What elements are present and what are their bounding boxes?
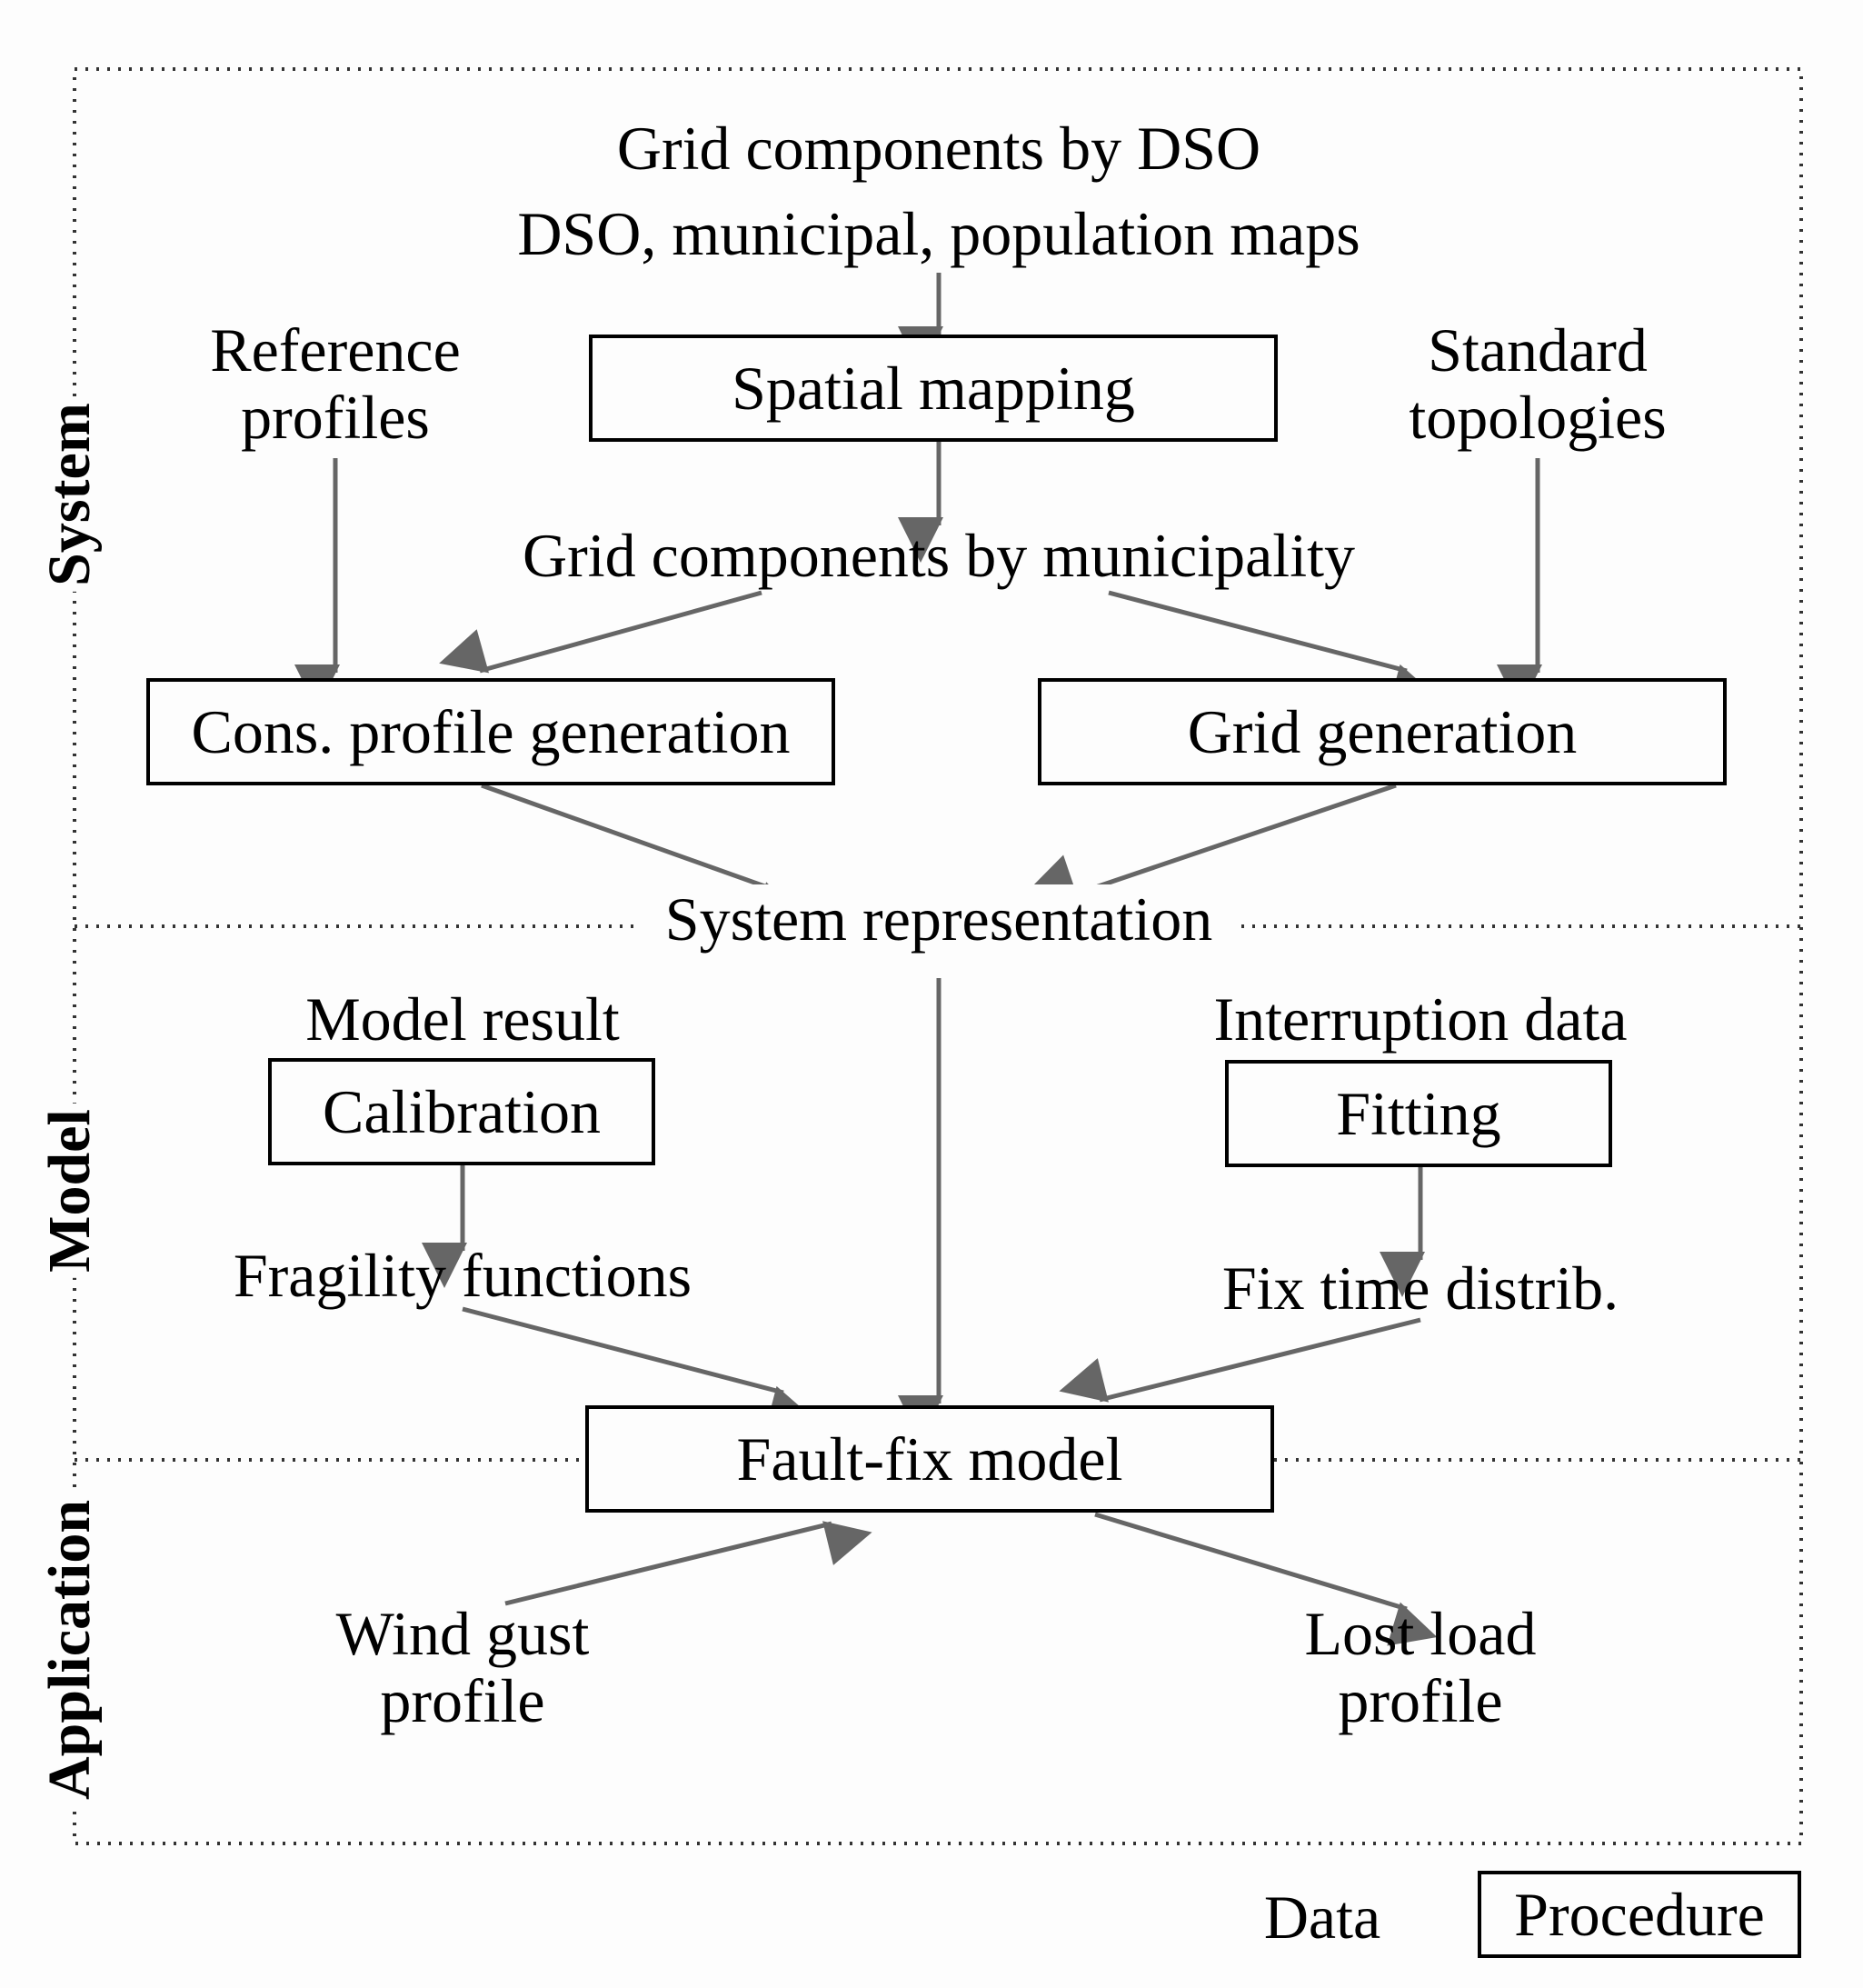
label-fragility-functions: Fragility functions (233, 1241, 692, 1310)
box-grid-generation: Grid generation (1038, 678, 1727, 785)
label-standard-topologies-line1: Standard (1428, 315, 1648, 385)
box-fitting: Fitting (1225, 1060, 1612, 1167)
label-wind-gust-line1: Wind gust (335, 1599, 590, 1668)
label-wind-gust-line2: profile (380, 1666, 545, 1735)
label-reference-profiles-line1: Reference (210, 315, 461, 385)
box-calibration: Calibration (268, 1058, 655, 1165)
section-label-system: System (35, 397, 105, 592)
arrow-gridmun-to-grid (1108, 590, 1439, 709)
label-lost-load-line2: profile (1338, 1666, 1503, 1735)
arrow-grid-to-sysrep (1027, 783, 1397, 899)
label-maps: DSO, municipal, population maps (517, 199, 1360, 268)
arrow-faultfix-to-lostload (1094, 1512, 1438, 1646)
arrow-cons-to-sysrep (481, 783, 802, 925)
legend-procedure-box: Procedure (1478, 1871, 1801, 1958)
system-representation-text: System representation (637, 884, 1240, 954)
label-grid-components-municipality: Grid components by municipality (523, 521, 1355, 590)
label-reference-profiles-line2: profiles (241, 383, 430, 452)
box-fault-fix-model: Fault-fix model (585, 1405, 1274, 1513)
label-grid-components-dso: Grid components by DSO (616, 114, 1261, 183)
outer-frame (73, 67, 1803, 1845)
label-interruption-data: Interruption data (1213, 984, 1628, 1054)
label-standard-topologies-line2: topologies (1409, 383, 1667, 452)
arrow-wind-to-faultfix (504, 1521, 872, 1606)
section-label-application: Application (35, 1493, 105, 1806)
arrow-fragility-to-faultfix (462, 1306, 815, 1431)
legend-data-label: Data (1263, 1883, 1381, 1952)
arrow-fixtime-to-faultfix (1059, 1317, 1421, 1403)
label-lost-load-line1: Lost load (1304, 1599, 1537, 1668)
label-system-representation: System representation (575, 884, 1302, 954)
box-cons-profile-generation: Cons. profile generation (146, 678, 835, 785)
label-fix-time-distrib: Fix time distrib. (1221, 1254, 1619, 1323)
label-model-result: Model result (305, 984, 620, 1054)
section-label-model: Model (35, 1104, 105, 1278)
box-spatial-mapping: Spatial mapping (589, 335, 1278, 442)
arrow-gridmun-to-cons (439, 590, 762, 674)
